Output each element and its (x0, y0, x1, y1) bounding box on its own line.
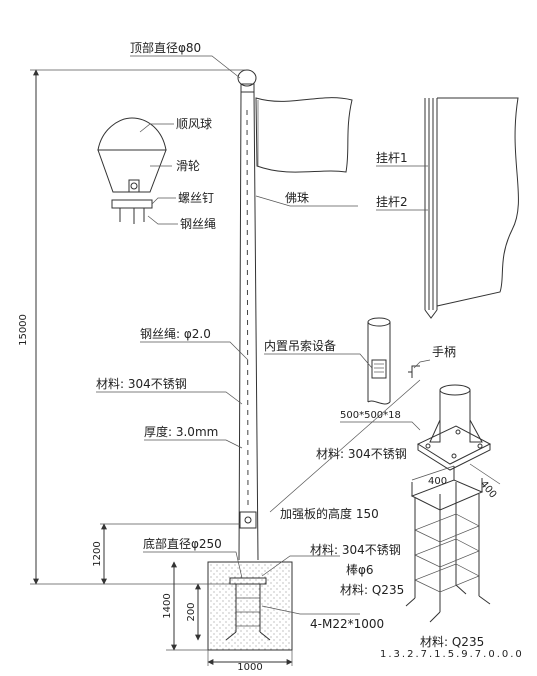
pulley-axle (130, 182, 138, 190)
anchor-hooks (225, 631, 271, 641)
label-wind-ball: 顺风球 (176, 117, 212, 131)
dim-200: 200 (186, 602, 197, 621)
dim-1200: 1200 (92, 541, 103, 566)
hoist-box (371, 359, 387, 379)
leader-hoist (264, 353, 373, 369)
dim-400-a-line (411, 465, 455, 481)
label-rod: 棒φ6 (346, 563, 374, 577)
label-material-pole: 材料: 304不锈钢 (96, 377, 187, 391)
top-cap (240, 83, 255, 93)
text-labels: 顶部直径φ80 顺风球 滑轮 螺丝钉 钢丝绳 佛珠 挂杆1 挂杆2 钢丝绳: φ… (96, 40, 484, 649)
label-base-plate: 500*500*18 (340, 410, 401, 421)
leader-base-plate (340, 421, 421, 431)
leader-handle (413, 359, 431, 369)
label-wire-rope-spec: 钢丝绳: φ2.0 (140, 327, 211, 341)
leader-bolts (261, 605, 360, 615)
dim-1000: 1000 (237, 662, 262, 673)
label-bolts: 4-M22*1000 (310, 617, 384, 631)
hoist-detail (367, 317, 420, 405)
label-built-in-hoist: 内置吊索设备 (264, 339, 336, 353)
label-bottom-diameter: 底部直径φ250 (143, 536, 222, 551)
leader-top-diameter (130, 55, 241, 79)
label-wire-rope: 钢丝绳 (180, 217, 216, 231)
plate-hole-4 (455, 429, 461, 435)
dim-400-a: 400 (428, 476, 447, 487)
leader-wire-rope (147, 215, 178, 225)
label-material-anchor: 材料: 304不锈钢 (310, 543, 401, 557)
label-material-q235-a: 材料: Q235 (340, 583, 404, 597)
cage-ring-3 (414, 563, 480, 593)
cage-ring-1 (414, 513, 480, 543)
label-material-plate: 材料: 304不锈钢 (316, 447, 407, 461)
rope-box (239, 511, 257, 529)
label-pulley: 滑轮 (176, 159, 200, 173)
screw-block (111, 199, 153, 209)
concrete-block (207, 561, 293, 651)
leader-stiffener (269, 379, 421, 513)
dim-400-b-line (469, 463, 501, 485)
rope-box-hole (244, 516, 252, 524)
label-handle: 手柄 (432, 345, 456, 359)
wind-ball-detail (97, 117, 167, 224)
big-flag (436, 97, 519, 307)
dim-1400: 1400 (162, 593, 173, 618)
wire-rope-line (246, 109, 249, 506)
leader-wire-spec (140, 341, 249, 361)
wind-ball-body (97, 149, 167, 193)
plate-pipe-top (439, 384, 471, 396)
pole-outline (238, 91, 259, 561)
footing-plate (229, 577, 267, 585)
leader-bottom-diameter (143, 551, 243, 579)
dimension-lines (30, 69, 293, 666)
label-top-diameter: 顶部直径φ80 (130, 40, 201, 55)
leader-thickness (144, 439, 243, 449)
stiffener-right (469, 419, 483, 443)
handle-shape (411, 365, 420, 378)
label-hanging-rod-2: 挂杆2 (376, 195, 408, 209)
rod-tip (424, 309, 438, 319)
label-stiffener-height: 加强板的高度 150 (280, 506, 379, 521)
hoist-pipe-break (367, 400, 391, 405)
dim-400-b: 400 (478, 479, 499, 501)
label-buddha-bead: 佛珠 (285, 191, 309, 205)
label-thickness: 厚度: 3.0mm (144, 424, 218, 439)
cage-hooks (405, 584, 491, 623)
leader-screw (151, 197, 176, 205)
label-screw: 螺丝钉 (178, 191, 214, 205)
anchor-cage-detail (405, 463, 501, 623)
dim-total-height: 15000 (18, 314, 29, 346)
label-hanging-rod-1: 挂杆1 (376, 151, 408, 165)
leader-material-pole (96, 391, 243, 405)
hoist-pipe (367, 322, 391, 402)
plate-hole-2 (477, 443, 483, 449)
plate-pipe (439, 390, 471, 440)
base-plate-detail (416, 384, 492, 471)
label-material-q235-b: 材料: Q235 (420, 635, 484, 649)
leader-buddha-bead (255, 195, 358, 207)
drawing-code: 1.3.2.7.1.5.9.7.0.0.0 (380, 649, 524, 660)
hanging-rods-detail (424, 97, 519, 319)
top-ball (237, 69, 257, 87)
leader-anchor-material (261, 555, 340, 577)
flagpole (237, 69, 259, 561)
cage-ring-2 (414, 538, 480, 568)
plate-edge (417, 444, 491, 471)
hoist-pipe-top (367, 317, 391, 327)
stiffener-left (429, 419, 441, 443)
foundation (207, 561, 293, 651)
plate-hole-3 (451, 453, 457, 459)
pulley-wheel (128, 179, 140, 193)
flag (255, 97, 353, 173)
leader-lines (96, 55, 431, 615)
wind-ball-dome (97, 117, 167, 151)
plate-hole-1 (425, 443, 431, 449)
leader-wind-ball (139, 123, 174, 133)
